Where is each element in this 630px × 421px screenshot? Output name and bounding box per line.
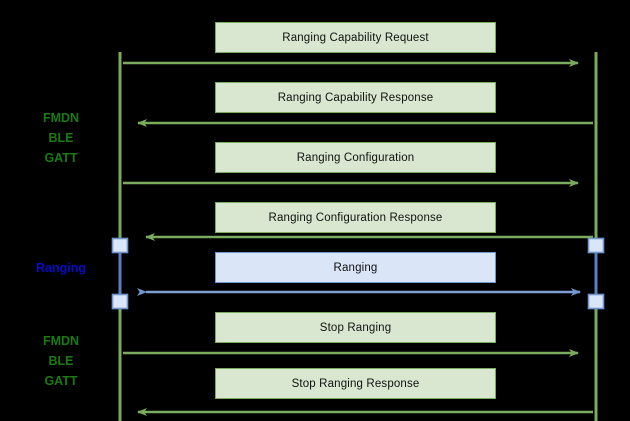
left-activation-end-block: [111, 293, 129, 310]
message-box-stop-ranging[interactable]: Stop Ranging: [215, 312, 496, 343]
right-activation-start-block: [587, 237, 605, 254]
message-label: Stop Ranging Response: [291, 377, 420, 390]
phase-label-ranging: Ranging: [36, 261, 86, 275]
lifelines: [118, 52, 598, 421]
phase-label-fmdn-ble-gatt-top: FMDN BLE GATT: [42, 111, 80, 165]
message-label: Ranging Configuration Response: [268, 211, 443, 224]
message-box-ranging-configuration-response[interactable]: Ranging Configuration Response: [215, 202, 496, 233]
message-box-ranging-capability-request[interactable]: Ranging Capability Request: [215, 22, 496, 53]
message-arrows: [123, 59, 593, 416]
right-activation-end-block: [587, 293, 605, 310]
message-box-ranging[interactable]: Ranging: [215, 252, 496, 283]
activation-blocks: [111, 237, 605, 310]
message-label: Ranging Capability Request: [282, 31, 429, 44]
message-label: Ranging: [333, 261, 378, 274]
message-box-ranging-capability-response[interactable]: Ranging Capability Response: [215, 82, 496, 113]
message-label: Ranging Capability Response: [277, 91, 434, 104]
activation-spans: [118, 245, 598, 301]
message-box-ranging-configuration[interactable]: Ranging Configuration: [215, 142, 496, 173]
message-label: Stop Ranging: [319, 321, 392, 334]
message-box-stop-ranging-response[interactable]: Stop Ranging Response: [215, 368, 496, 399]
left-activation-start-block: [111, 237, 129, 254]
message-label: Ranging Configuration: [296, 151, 415, 164]
phase-label-fmdn-ble-gatt-bottom: FMDN BLE GATT: [42, 334, 80, 388]
